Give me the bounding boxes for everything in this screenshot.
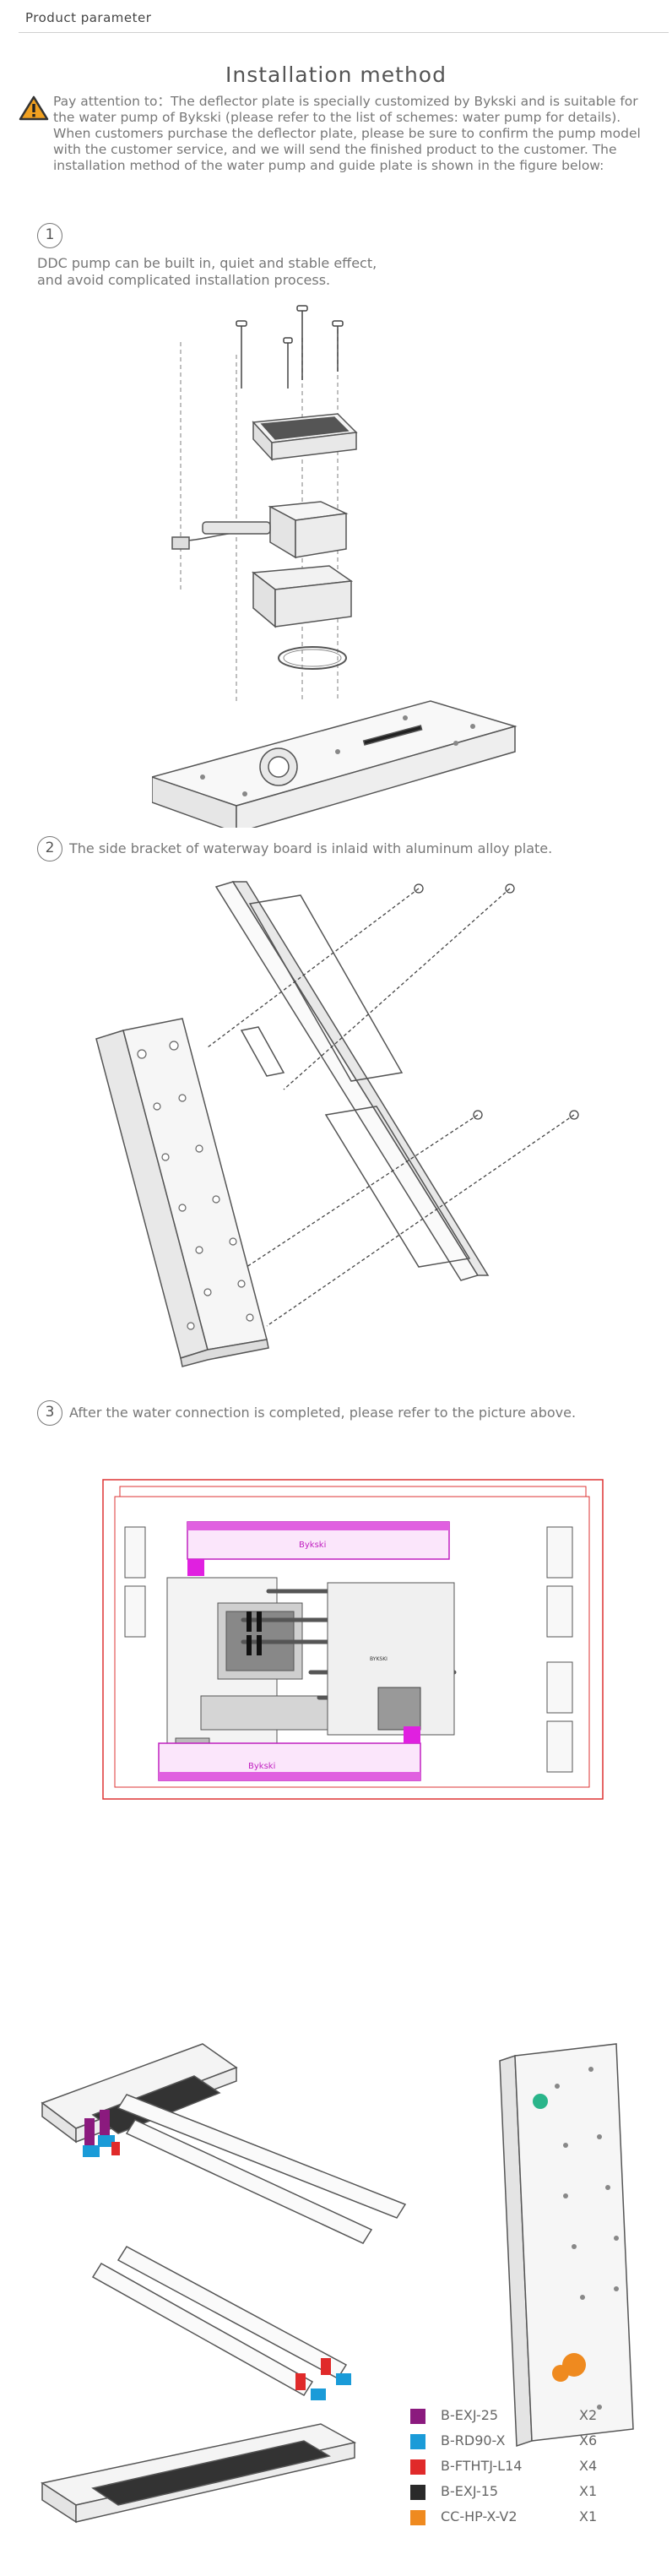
waterway-board-final (499, 2043, 634, 2448)
bracket-exploded-diagram (95, 881, 579, 1367)
fittings-bottom (295, 2358, 351, 2400)
pump-housing (252, 565, 354, 628)
header-divider (19, 32, 669, 33)
part-name: CC-HP-X-V2 (441, 2508, 518, 2524)
part-name: B-EXJ-15 (441, 2483, 499, 2499)
radiator-bottom (41, 2423, 357, 2524)
notice-text: Pay attention to：The deflector plate is … (53, 94, 641, 173)
color-swatch (410, 2434, 425, 2449)
fittings-diagram (41, 2043, 634, 2524)
pump-top-cap (252, 413, 358, 461)
bottom-radiator-brand: Bykski (248, 1762, 275, 1771)
loop-layout-diagram: Bykski BYKSKI Bykski (102, 1479, 604, 1800)
aluminum-frame (214, 881, 490, 1281)
legend-row: CC-HP-X-V2 X1 (410, 2507, 630, 2532)
parts-legend: B-EXJ-25 X2 B-RD90-X X6 B-FTHTJ-L14 X4 B… (410, 2405, 630, 2532)
header-title: Product parameter (25, 10, 152, 25)
side-fans (124, 1526, 573, 1773)
pump-exploded-diagram (152, 305, 518, 828)
step-3-text: After the water connection is completed,… (69, 1405, 577, 1421)
board-label: BYKSKI (370, 1656, 387, 1662)
color-swatch (410, 2409, 425, 2424)
legend-row: B-EXJ-15 X1 (410, 2481, 630, 2507)
waterway-board (95, 1018, 269, 1367)
part-qty: X2 (579, 2407, 598, 2423)
distro-board: BYKSKI (327, 1582, 455, 1736)
part-name: B-FTHTJ-L14 (441, 2458, 523, 2474)
legend-row: B-FTHTJ-L14 X4 (410, 2456, 630, 2481)
top-radiator: Bykski (187, 1521, 450, 1576)
step-3-number: 3 (37, 1400, 62, 1426)
fittings-top (83, 2110, 120, 2157)
step-1-text: DDC pump can be built in, quiet and stab… (37, 255, 377, 288)
bottom-radiator: Bykski (158, 1726, 421, 1781)
part-qty: X4 (579, 2458, 598, 2474)
warning-icon (19, 95, 49, 121)
part-qty: X1 (579, 2508, 598, 2524)
screw-icon (236, 305, 344, 389)
top-radiator-brand: Bykski (299, 1541, 326, 1550)
part-qty: X6 (579, 2432, 598, 2448)
step-2-text: The side bracket of waterway board is in… (69, 840, 553, 856)
step-2-number: 2 (37, 836, 62, 861)
deflector-plate (152, 700, 518, 828)
screw-icon (182, 883, 579, 1327)
radiator-top (41, 2043, 238, 2144)
pump-body (171, 501, 349, 559)
legend-row: B-EXJ-25 X2 (410, 2405, 630, 2431)
part-name: B-EXJ-25 (441, 2407, 499, 2423)
o-ring (278, 646, 347, 670)
color-swatch (410, 2510, 425, 2525)
case-outline (102, 1479, 604, 1800)
color-swatch (410, 2459, 425, 2475)
part-name: B-RD90-X (441, 2432, 506, 2448)
part-qty: X1 (579, 2483, 598, 2499)
port-green (533, 2094, 548, 2109)
page-header: Product parameter (0, 0, 672, 35)
section-heading: Installation method (225, 62, 447, 87)
step-1-number: 1 (37, 223, 62, 248)
legend-row: B-RD90-X X6 (410, 2431, 630, 2456)
color-swatch (410, 2485, 425, 2500)
